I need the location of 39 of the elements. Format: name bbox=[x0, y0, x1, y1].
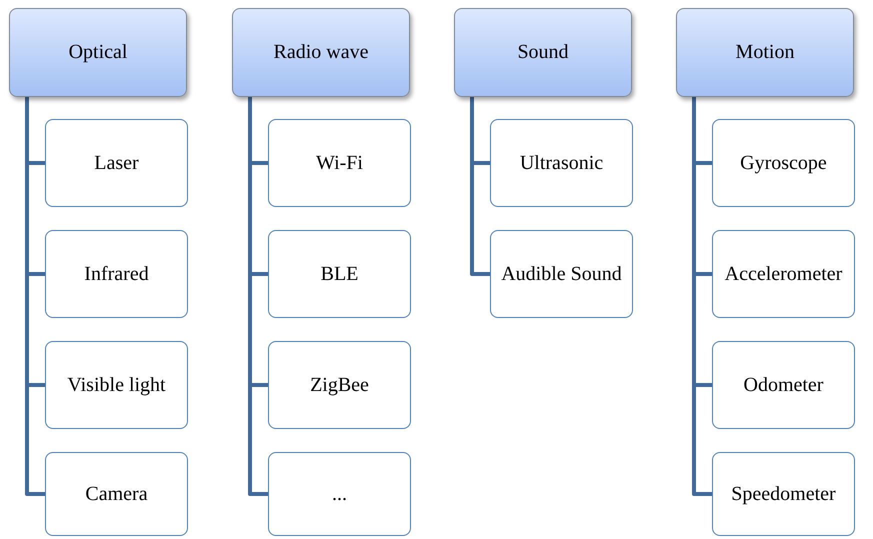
box-label: Accelerometer bbox=[724, 262, 842, 286]
box-label: BLE bbox=[320, 262, 358, 286]
box-label: Visible light bbox=[67, 374, 166, 396]
box-label: Odometer bbox=[744, 374, 824, 396]
category-box bbox=[232, 8, 410, 97]
category-box bbox=[9, 8, 187, 97]
connector-line bbox=[25, 97, 45, 496]
box-label: Radio wave bbox=[274, 41, 368, 64]
item-box bbox=[45, 452, 188, 536]
item-box bbox=[45, 230, 188, 318]
box-label: Camera bbox=[85, 482, 148, 506]
box-label: Wi-Fi bbox=[316, 152, 363, 174]
item-box bbox=[268, 341, 411, 429]
item-box bbox=[712, 230, 855, 318]
box-label: Audible Sound bbox=[501, 262, 622, 286]
category-box bbox=[454, 8, 632, 97]
item-box bbox=[712, 119, 855, 207]
box-label: Gyroscope bbox=[740, 152, 827, 174]
item-box bbox=[490, 119, 633, 207]
box-label: Infrared bbox=[84, 262, 149, 286]
item-box bbox=[268, 452, 411, 536]
item-box bbox=[45, 341, 188, 429]
box-label: Sound bbox=[517, 41, 569, 64]
box-label: ... bbox=[332, 482, 347, 506]
box-label: Ultrasonic bbox=[520, 152, 604, 174]
item-box bbox=[45, 119, 188, 207]
category-box bbox=[676, 8, 854, 97]
box-label: Motion bbox=[736, 41, 794, 64]
item-box bbox=[712, 452, 855, 536]
item-box bbox=[268, 230, 411, 318]
box-label: Laser bbox=[94, 152, 139, 174]
box-label: Speedometer bbox=[731, 482, 836, 506]
box-label: Optical bbox=[68, 41, 128, 64]
item-box bbox=[712, 341, 855, 429]
item-box bbox=[268, 119, 411, 207]
connector-line bbox=[692, 97, 712, 496]
item-box bbox=[490, 230, 633, 318]
connector-line bbox=[248, 97, 268, 496]
box-label: ZigBee bbox=[310, 374, 369, 396]
